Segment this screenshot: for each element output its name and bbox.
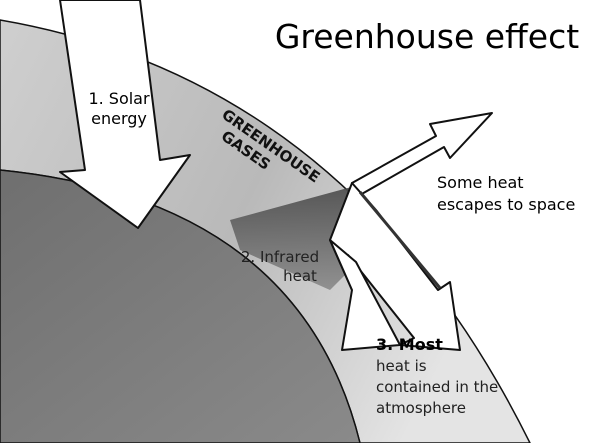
solar-energy-arrow <box>59 0 191 229</box>
contained-heat-arrow-edge <box>358 191 442 289</box>
infrared-heat-region <box>230 186 360 290</box>
title: Greenhouse effect <box>275 17 579 56</box>
infrared-label-line2: heat <box>283 267 317 285</box>
escape-label-line2: escapes to space <box>437 195 575 214</box>
solar-label-line2: energy <box>91 109 147 128</box>
escape-label-line1: Some heat <box>437 173 524 192</box>
solar-label-line1: 1. Solar <box>88 89 150 108</box>
most-label-line1: 3. Most <box>376 335 443 354</box>
escape-to-space-arrow <box>351 112 493 196</box>
most-label-line4: atmosphere <box>376 399 466 417</box>
most-label-line3: contained in the <box>376 378 498 396</box>
infrared-label-line1: 2. Infrared <box>241 248 319 266</box>
most-label-line2: heat is <box>376 357 427 375</box>
infrared-arrow <box>329 239 401 351</box>
